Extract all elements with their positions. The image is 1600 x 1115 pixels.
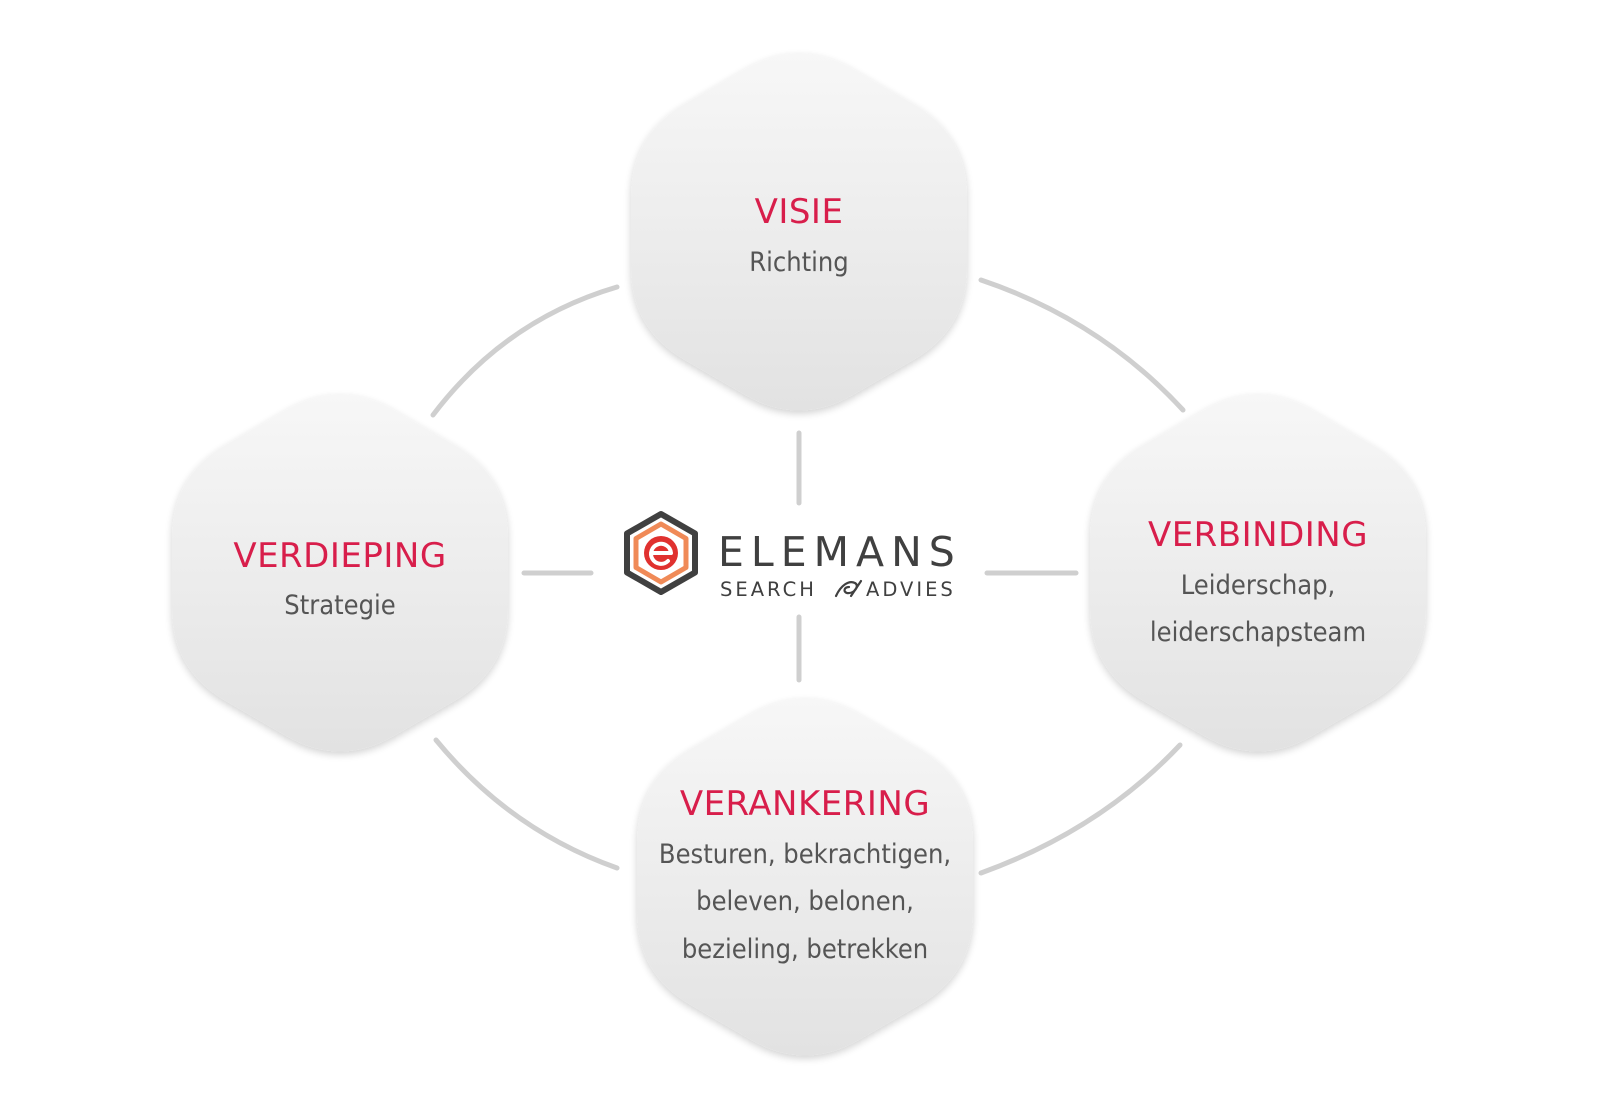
node-verankering: VERANKERING Besturen, bekrachtigen, bele… <box>637 698 973 1056</box>
node-subtitle: Richting <box>749 247 848 278</box>
node-subtitle-line-2: leiderschapsteam <box>1150 617 1366 648</box>
hexagon-shape <box>1090 394 1426 752</box>
hexagon-shape <box>631 53 967 411</box>
ring-connectors <box>430 277 1186 876</box>
node-verbinding: VERBINDING Leiderschap, leiderschapsteam <box>1090 394 1426 752</box>
arc-visie-verbinding <box>978 277 1186 413</box>
node-visie: VISIE Richting <box>631 53 967 411</box>
logo-wordmark: ELEMANS <box>718 528 962 576</box>
node-verdieping: VERDIEPING Strategie <box>172 394 508 752</box>
spoke-connectors <box>521 430 1079 683</box>
arc-verbinding-verankering <box>978 742 1183 876</box>
elemans-hexagon-e-logo-icon <box>624 511 698 595</box>
node-title: VISIE <box>755 192 844 232</box>
logo-tagline-left: SEARCH <box>720 578 817 601</box>
logo-en-ligature-icon <box>834 579 863 598</box>
logo-hexagon-outline <box>624 511 698 595</box>
node-title: VERBINDING <box>1148 515 1368 555</box>
hexagon-shape <box>172 394 508 752</box>
node-subtitle-line-1: Besturen, bekrachtigen, <box>659 839 951 870</box>
node-subtitle-line-1: Leiderschap, <box>1181 570 1336 601</box>
node-title: VERANKERING <box>680 784 930 824</box>
node-subtitle-line-2: beleven, belonen, <box>696 886 914 917</box>
node-subtitle: Strategie <box>284 590 395 621</box>
logo-hexagon-inner <box>633 521 689 585</box>
hexagon-shape <box>637 698 973 1056</box>
logo-e-stroke <box>649 541 673 566</box>
arc-visie-verdieping <box>430 284 620 418</box>
node-subtitle-line-3: bezieling, betrekken <box>682 934 928 965</box>
arc-verdieping-verankering <box>433 737 620 871</box>
node-title: VERDIEPING <box>233 536 446 576</box>
elemans-logo: ELEMANS SEARCH ADVIES <box>624 511 962 601</box>
logo-tagline-right: ADVIES <box>866 578 956 601</box>
